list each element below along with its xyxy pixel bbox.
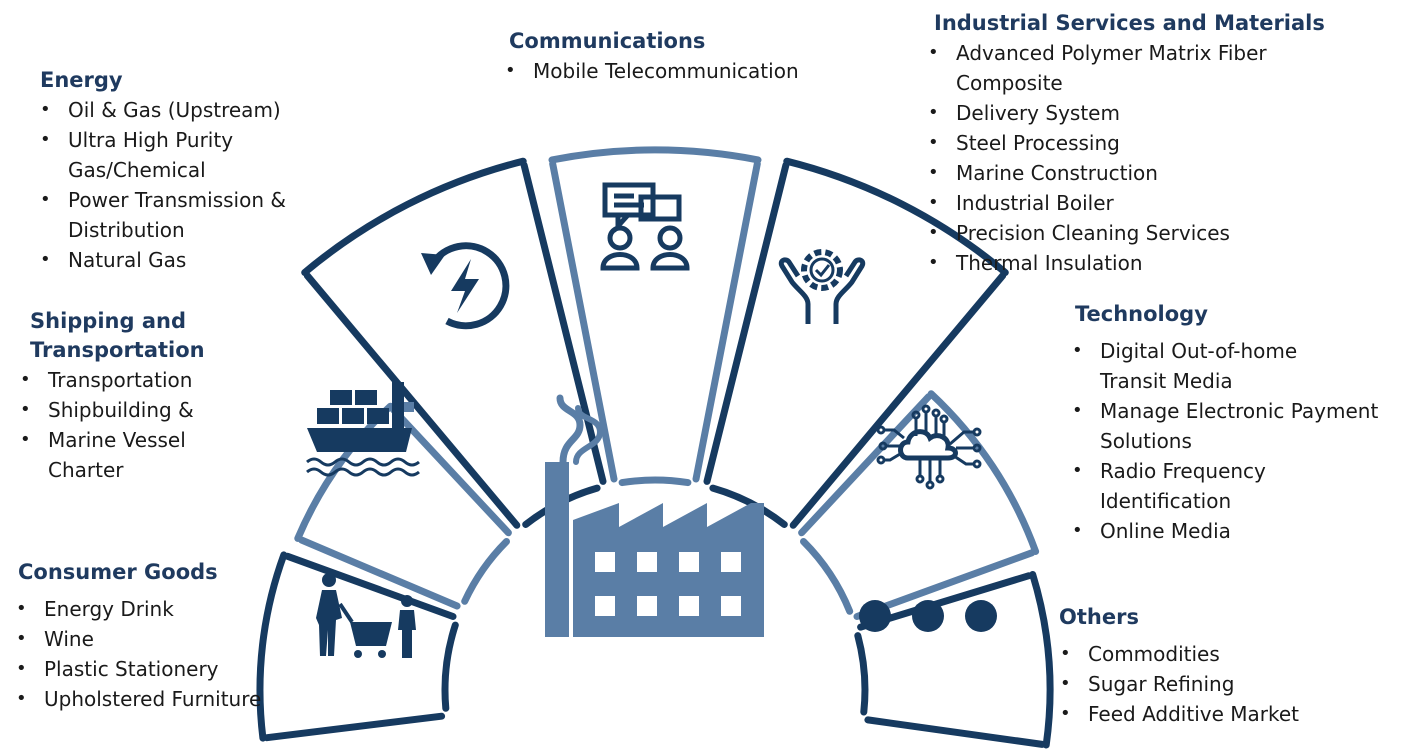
- sector-items: Advanced Polymer Matrix Fiber Composite …: [928, 38, 1394, 278]
- sector-items: Energy Drink Wine Plastic Stationery Uph…: [16, 594, 316, 714]
- segment-energy-left-edge: [303, 272, 521, 529]
- segment-industrial-inner-arc: [709, 484, 788, 528]
- segment-technology-left-edge: [798, 393, 932, 537]
- sector-items: Commodities Sugar Refining Feed Additive…: [1060, 639, 1379, 729]
- list-item: Power Transmission & Distribution: [40, 185, 308, 245]
- sector-title: Communications: [509, 29, 706, 53]
- list-item: Sugar Refining: [1060, 669, 1379, 699]
- sector-title: Others: [1059, 605, 1139, 629]
- list-item: Mobile Telecommunication: [505, 56, 849, 86]
- segment-consumer-right-edge: [284, 552, 457, 620]
- list-item: Commodities: [1060, 639, 1379, 669]
- segment-consumer-inner-arc: [441, 621, 459, 712]
- list-item: Industrial Boiler: [928, 188, 1394, 218]
- segment-others-outer-arc: [1029, 571, 1054, 749]
- segment-technology-inner-arc: [800, 538, 854, 615]
- list-item: Ultra High Purity Gas/Chemical: [40, 125, 278, 185]
- list-item: Steel Processing: [928, 128, 1394, 158]
- segment-shipping-left-edge: [298, 536, 461, 610]
- list-item: Thermal Insulation: [928, 248, 1394, 278]
- list-item: Shipbuilding &: [20, 395, 250, 425]
- segment-technology-outer-arc: [927, 390, 1040, 555]
- list-item: Oil & Gas (Upstream): [40, 95, 330, 125]
- segment-energy-right-edge: [520, 161, 607, 485]
- list-item: Wine: [16, 624, 316, 654]
- sector-energy: Energy Oil & Gas (Upstream) Ultra High P…: [40, 66, 330, 275]
- list-item: Natural Gas: [40, 245, 330, 275]
- segment-industrial-right-edge: [789, 272, 1007, 529]
- list-item: Transportation: [20, 365, 250, 395]
- ellipsis-dots-icon: [859, 600, 997, 632]
- segment-shipping-inner-arc: [461, 538, 510, 605]
- list-item: Upholstered Furniture: [16, 684, 316, 714]
- list-item: Feed Additive Market: [1060, 699, 1379, 729]
- list-item: Delivery System: [928, 98, 1394, 128]
- sector-items: Oil & Gas (Upstream) Ultra High Purity G…: [40, 95, 330, 275]
- list-item: Manage Electronic Payment Solutions: [1072, 396, 1400, 456]
- segment-industrial-left-edge: [703, 161, 790, 485]
- segment-others-inner-arc: [854, 632, 869, 716]
- sector-communications: Communications Mobile Telecommunication: [505, 27, 849, 86]
- factory-icon: [545, 394, 764, 637]
- sector-technology: Technology Digital Out-of-home Transit M…: [1072, 300, 1395, 546]
- list-item: Digital Out-of-home Transit Media: [1072, 336, 1330, 396]
- segment-communications-left-edge: [549, 160, 618, 483]
- segment-shipping-right-edge: [389, 405, 512, 537]
- list-item: Plastic Stationery: [16, 654, 316, 684]
- segment-others-right-edge: [864, 716, 1046, 748]
- hands-gear-icon: [778, 249, 866, 324]
- sector-others: Others Commodities Sugar Refining Feed A…: [1059, 603, 1379, 729]
- sector-consumer-goods: Consumer Goods Energy Drink Wine Plastic…: [16, 558, 316, 714]
- sector-shipping: Shipping and Transportation Transportati…: [20, 307, 250, 485]
- shopping-cart-family-icon: [316, 573, 416, 658]
- list-item: Precision Cleaning Services: [928, 218, 1394, 248]
- segment-communications-right-edge: [692, 160, 761, 483]
- sector-title: Shipping and Transportation: [30, 309, 205, 362]
- list-item: Energy Drink: [16, 594, 316, 624]
- sector-items: Mobile Telecommunication: [505, 56, 849, 86]
- list-item: Marine Vessel Charter: [20, 425, 218, 485]
- segment-communications-outer-arc: [548, 146, 762, 164]
- cloud-circuit-icon: [876, 404, 982, 490]
- segment-consumer-left-edge: [263, 712, 446, 742]
- chat-people-icon: [600, 182, 690, 271]
- cargo-ship-icon: [306, 382, 420, 477]
- wheel-segments: [256, 146, 1054, 749]
- sector-title: Technology: [1075, 302, 1208, 326]
- sector-title: Energy: [40, 68, 123, 92]
- lightning-refresh-icon: [421, 242, 510, 330]
- segment-communications-inner-arc: [618, 476, 692, 487]
- sector-title: Industrial Services and Materials: [934, 11, 1325, 35]
- sector-industrial-services: Industrial Services and Materials Advanc…: [928, 9, 1394, 278]
- list-item: Radio Frequency Identification: [1072, 456, 1310, 516]
- sector-items: Digital Out-of-home Transit Media Manage…: [1072, 336, 1395, 546]
- list-item: Marine Construction: [928, 158, 1394, 188]
- sector-title: Consumer Goods: [18, 560, 218, 584]
- sector-items: Transportation Shipbuilding & Marine Ves…: [20, 365, 250, 485]
- list-item: Advanced Polymer Matrix Fiber Composite: [928, 38, 1286, 98]
- list-item: Online Media: [1072, 516, 1395, 546]
